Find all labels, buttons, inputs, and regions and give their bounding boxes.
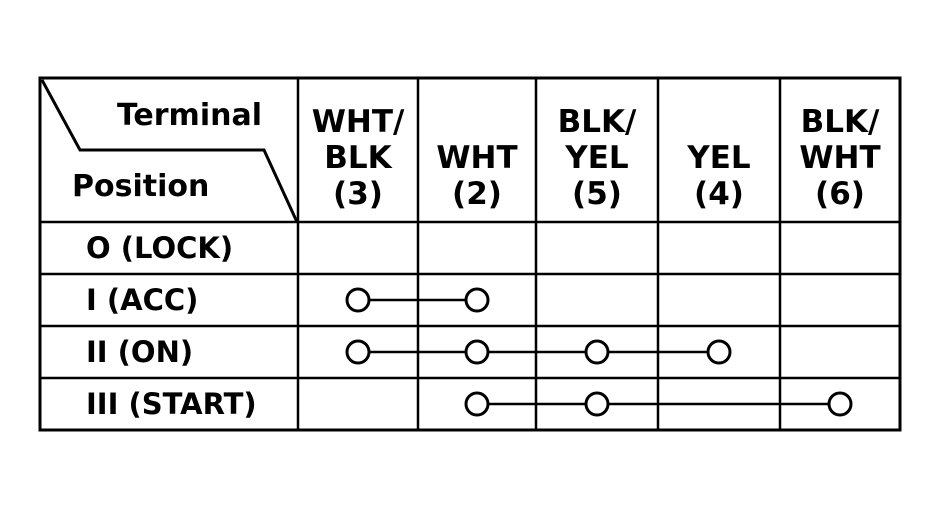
terminal-node-row-3-col-2 [584, 391, 610, 417]
terminal-header-label: Terminal [117, 98, 262, 133]
table-grid [38, 76, 902, 432]
table-border [38, 76, 902, 432]
terminal-header-0-line-0: WHT/ [312, 104, 405, 140]
terminal-header-2: BLK/YEL(5) [558, 104, 637, 212]
position-label-1: I (ACC) [86, 283, 198, 317]
position-labels: O (LOCK) I (ACC) II (ON) III (START) [86, 231, 257, 421]
terminal-header-2-line-0: BLK/ [558, 104, 637, 140]
terminal-node-row-2-col-0 [345, 339, 371, 365]
terminal-node-row-3-col-1 [464, 391, 490, 417]
position-label-0: O (LOCK) [86, 231, 233, 265]
position-label-3: III (START) [86, 387, 257, 421]
terminal-header-0: WHT/BLK(3) [312, 104, 405, 212]
terminal-node-row-1-col-0 [345, 287, 371, 313]
position-header-label: Position [72, 169, 209, 204]
terminal-node-row-3-col-4 [827, 391, 853, 417]
position-label-2: II (ON) [86, 335, 193, 369]
terminal-header-1-line-1: (2) [452, 176, 502, 212]
terminal-node-row-1-col-1 [464, 287, 490, 313]
terminal-header-4-line-1: WHT [799, 140, 880, 176]
terminal-header-3-line-0: YEL [686, 140, 750, 176]
terminal-headers: WHT/BLK(3)WHT(2)BLK/YEL(5)YEL(4)BLK/WHT(… [312, 104, 881, 212]
corner-diagonal-divider [40, 79, 299, 223]
terminal-header-4: BLK/WHT(6) [799, 104, 880, 212]
terminal-header-2-line-1: YEL [564, 140, 628, 176]
terminal-header-0-line-1: BLK [324, 140, 392, 176]
terminal-header-4-line-0: BLK/ [801, 104, 880, 140]
continuity-connections [345, 287, 853, 417]
terminal-header-2-line-2: (5) [572, 176, 622, 212]
terminal-node-row-2-col-1 [464, 339, 490, 365]
terminal-header-3: YEL(4) [686, 140, 750, 212]
terminal-header-3-line-1: (4) [694, 176, 744, 212]
terminal-header-1-line-0: WHT [436, 140, 517, 176]
terminal-header-0-line-2: (3) [333, 176, 383, 212]
terminal-header-4-line-2: (6) [815, 176, 865, 212]
terminal-header-1: WHT(2) [436, 140, 517, 212]
terminal-node-row-2-col-3 [706, 339, 732, 365]
terminal-node-row-2-col-2 [584, 339, 610, 365]
